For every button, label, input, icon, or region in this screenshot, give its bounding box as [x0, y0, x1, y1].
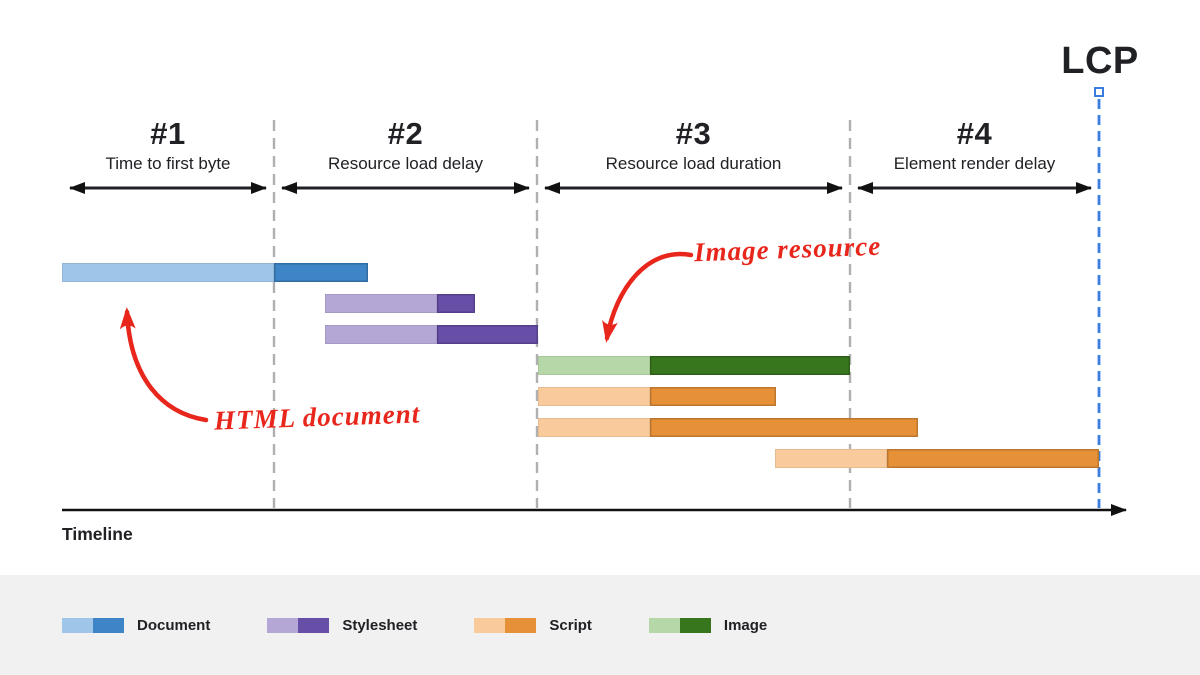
image-resource-arrow: [602, 251, 694, 343]
phase-2-label: Resource load delay: [328, 154, 483, 173]
timeline-axis-label: Timeline: [62, 524, 133, 544]
stylesheet-light-swatch: [267, 618, 299, 633]
script-dark-segment: [650, 418, 918, 437]
image-resource-annotation: Image resource: [693, 230, 882, 268]
phase-1-label: Time to first byte: [105, 154, 231, 173]
image-swatch-icon: [648, 618, 711, 633]
bar-image-row3: [538, 356, 850, 375]
stylesheet-dark-segment: [437, 325, 538, 344]
phase-1-header: #1 Time to first byte: [62, 118, 274, 174]
phase-2-header: #2 Resource load delay: [274, 118, 537, 174]
image-dark-segment: [650, 356, 850, 375]
legend-band: Document Stylesheet Script Image: [0, 575, 1200, 675]
legend-label-stylesheet: Stylesheet: [342, 617, 418, 634]
script-dark-segment: [650, 387, 776, 406]
legend-item-stylesheet: Stylesheet: [267, 618, 417, 633]
phase-4-header: #4 Element render delay: [850, 118, 1099, 174]
stylesheet-dark-swatch: [298, 618, 330, 633]
script-light-segment: [538, 387, 650, 406]
bar-stylesheet-row2: [325, 325, 538, 344]
legend-item-document: Document: [62, 618, 210, 633]
document-light-swatch: [62, 618, 93, 633]
document-swatch-icon: [62, 618, 124, 633]
script-dark-swatch: [505, 618, 537, 633]
legend-item-image: Image: [648, 617, 768, 634]
bar-stylesheet-row1: [325, 294, 475, 313]
html-document-arrow: [119, 307, 209, 423]
image-light-swatch: [648, 618, 680, 633]
document-light-segment: [62, 263, 274, 282]
legend-label-document: Document: [137, 617, 211, 634]
phase-2-number: #2: [387, 116, 424, 151]
bar-script-row6: [775, 449, 1099, 468]
phase-4-label: Element render delay: [893, 154, 1056, 173]
legend-label-script: Script: [549, 617, 592, 634]
lcp-title: LCP: [1061, 40, 1139, 82]
phase-4-number: #4: [956, 116, 993, 151]
stylesheet-light-segment: [325, 325, 437, 344]
phase-3-header: #3 Resource load duration: [537, 118, 850, 174]
script-dark-segment: [887, 449, 1099, 468]
script-light-segment: [775, 449, 887, 468]
document-dark-swatch: [93, 618, 124, 633]
phase-3-number: #3: [675, 116, 712, 151]
image-light-segment: [538, 356, 650, 375]
legend-label-image: Image: [723, 617, 768, 634]
bar-script-row4: [538, 387, 776, 406]
phase-3-label: Resource load duration: [605, 154, 782, 173]
legend: Document Stylesheet Script Image: [62, 618, 767, 633]
bar-script-row5: [538, 418, 918, 437]
script-light-segment: [538, 418, 650, 437]
legend-item-script: Script: [474, 618, 592, 633]
stylesheet-light-segment: [325, 294, 437, 313]
document-dark-segment: [274, 263, 368, 282]
bar-document-row0: [62, 263, 368, 282]
script-swatch-icon: [474, 618, 537, 633]
lcp-marker-square: [1094, 87, 1104, 97]
image-dark-swatch: [679, 618, 711, 633]
stylesheet-swatch-icon: [267, 618, 330, 633]
phase-1-number: #1: [150, 116, 186, 151]
script-light-swatch: [474, 618, 506, 633]
stylesheet-dark-segment: [437, 294, 475, 313]
